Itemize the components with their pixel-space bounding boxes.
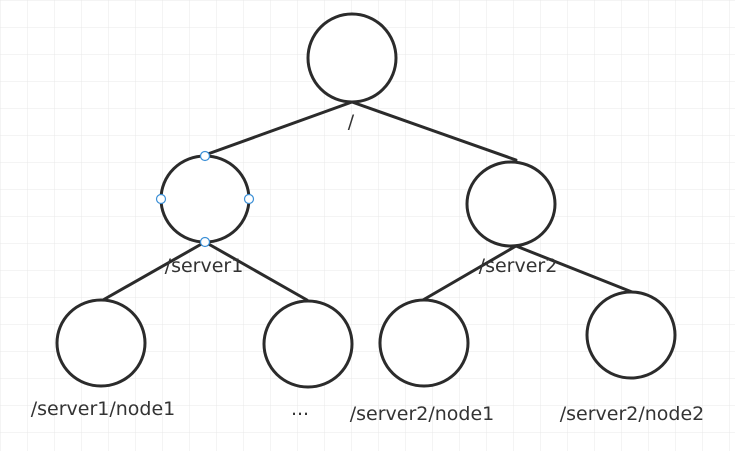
edge-root-server2[interactable] bbox=[350, 100, 518, 162]
node-root[interactable] bbox=[306, 12, 398, 104]
handle-right[interactable] bbox=[243, 193, 255, 205]
node-server1-more[interactable] bbox=[262, 299, 354, 389]
label-server2: /server2 bbox=[479, 255, 558, 277]
node-server2-node1[interactable] bbox=[378, 298, 470, 388]
handle-left[interactable] bbox=[155, 193, 167, 205]
edge-server1-more[interactable] bbox=[203, 240, 309, 302]
edge-root-server1[interactable] bbox=[203, 100, 354, 157]
handle-top[interactable] bbox=[199, 150, 211, 162]
node-server1-node1[interactable] bbox=[55, 298, 147, 388]
label-server2-node2: /server2/node2 bbox=[560, 403, 705, 425]
node-server2[interactable] bbox=[465, 160, 557, 248]
edge-server2-node1[interactable] bbox=[421, 244, 518, 302]
label-root: / bbox=[348, 111, 355, 133]
label-server2-node1: /server2/node1 bbox=[350, 403, 495, 425]
edge-server1-node1[interactable] bbox=[101, 240, 207, 302]
selection-handles[interactable] bbox=[155, 150, 255, 248]
node-server2-node2[interactable] bbox=[585, 290, 677, 380]
label-server1-more: ... bbox=[291, 398, 309, 420]
label-server1: /server1 bbox=[165, 255, 244, 277]
edge-server2-node2[interactable] bbox=[514, 244, 634, 294]
node-server1[interactable] bbox=[159, 154, 251, 244]
handle-bottom[interactable] bbox=[199, 236, 211, 248]
label-server1-node1: /server1/node1 bbox=[31, 398, 176, 420]
